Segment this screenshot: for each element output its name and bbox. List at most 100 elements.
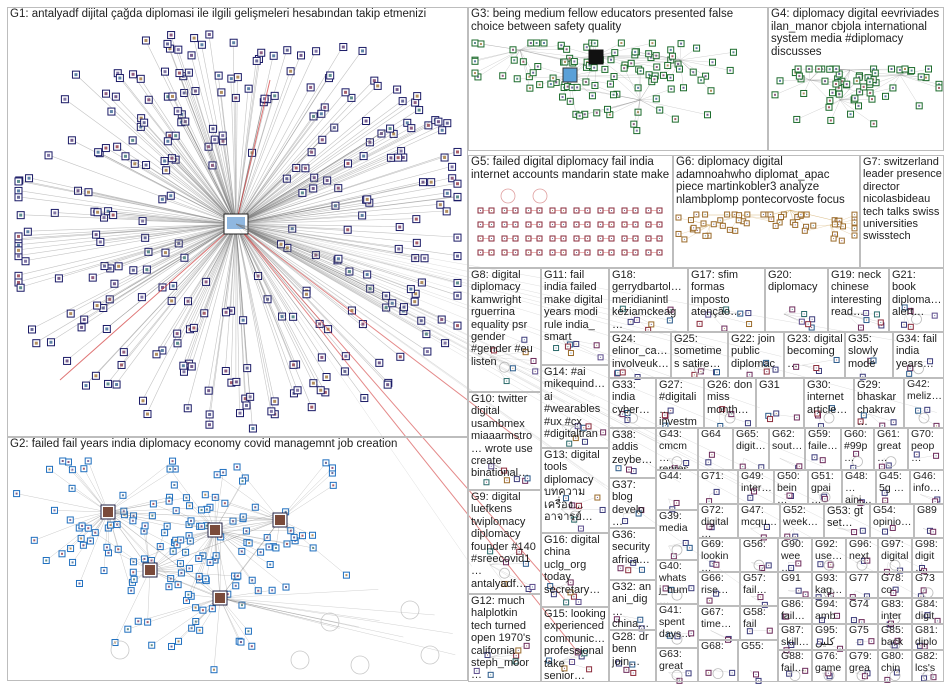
group-label: G12: much halplotkin tech turned open 19… [471,595,534,682]
group-label: G59: faile… [808,428,838,452]
group-panel-g84: G84: digit… [912,598,944,624]
group-label: G14: #ai mikequind… ai #wearables #ux #c… [544,366,609,448]
group-label: G27: #digitali… investm… [659,379,697,428]
group-label: G33: india cyber… [612,379,650,416]
group-panel-g37: G37: blog develo… [609,478,656,528]
group-panel-g96: G96: next [846,538,878,572]
group-panel-g26: G26: don miss month… [704,378,756,428]
group-label: G39: media [659,510,688,534]
group-panel-g2: G2: failed fail years india diplomacy ec… [7,437,468,681]
group-panel-g39: G39: media [656,510,698,560]
group-panel-g19: G19: neck chinese interesting read… [828,268,889,332]
group-label: G76: game [815,650,842,674]
group-panel-g70: G70: peop… [908,428,944,470]
group-panel-g27: G27: #digitali… investm… [656,378,704,428]
group-panel-g83: G83: inter… [878,598,912,624]
group-label: G57: fail… [743,572,769,596]
group-label: G81: diplo… [915,624,938,649]
group-panel-g73: G73 [912,572,944,598]
group-label: G40: whats j_hum… [659,560,690,604]
group-panel-g79: G79: grea… [846,650,878,682]
group-label: G22: join public diplomac… [731,333,779,378]
group-label: G36: security africa… [612,529,653,566]
group-panel-g95: G95: كلين… [812,624,846,650]
group-label: G25: sometimes satire… [674,333,722,370]
group-label: G32: an ani_dig… china… [612,581,655,630]
group-label: G20: diplomacy [768,269,818,294]
group-label: G51: gpai… [811,470,837,504]
group-panel-g10: G10: twitter digital usambmex miaaarmstr… [468,392,541,490]
group-panel-g87: G87: skill… [778,624,812,650]
group-label: G86: fail… [781,598,807,622]
group-label: G28: dr benn join… [612,631,652,668]
group-panel-g62: G62: sout… [769,428,805,470]
group-label: G16: digital china uclg_org today secret… [544,534,603,596]
group-label: G61: great… [877,428,903,464]
group-label: G44: [659,470,682,482]
group-panel-g3: G3: being medium fellow educators presen… [468,7,768,151]
group-panel-g30: G30: internet article… [804,378,854,428]
group-label: G98: digit… [915,538,941,572]
group-panel-g25: G25: sometimes satire… [671,332,728,378]
group-panel-g67: G67: time… [698,606,740,640]
group-panel-g42: G42: meliz… [904,378,944,428]
group-label: G37: blog develo… [612,479,645,528]
group-panel-g63: G63: great [656,648,698,682]
group-label: G18: gerrydbartol… meridianintl keziamck… [612,269,685,331]
group-panel-g41: G41: spent days… [656,604,698,648]
group-panel-g8: G8: digital diplomacy kamwright rguerrin… [468,268,541,392]
group-panel-g31: G31 [756,378,804,428]
group-panel-g74: G74 [846,598,878,624]
group-label: G23: digital becoming… [787,333,843,370]
group-label: G97: digital [881,538,909,562]
group-label: G45: 5g … [879,470,905,494]
group-panel-g9: G9: digital luefkens twiplomacy diplomac… [468,490,541,594]
group-label: G26: don miss month… [707,379,756,416]
group-panel-g22: G22: join public diplomac… [728,332,784,378]
group-label: G46: info… [913,470,941,494]
group-label: G5: failed digital diplomacy fail india … [471,156,670,181]
group-label: G64 [701,428,721,440]
group-panel-g55: G55: [738,640,778,682]
group-panel-g86: G86: fail… [778,598,812,624]
group-label: G29: bhaskar chakrav… [857,379,900,428]
group-label: G94: amb… [815,598,838,623]
group-panel-g49: G49: inter… [738,470,774,504]
group-panel-g16: G16: digital china uclg_org today secret… [541,533,609,607]
group-panel-g65: G65: digit… [733,428,769,470]
group-label: G19: neck chinese interesting read… [831,269,885,319]
group-panel-g50: G50: bein… [774,470,808,504]
group-label: G1: antalyadf dijital çağda diplomasi il… [10,8,427,20]
group-label: G3: being medium fellow educators presen… [471,8,737,33]
group-label: G73 [915,572,935,584]
group-label: G96: next [849,538,875,562]
group-panel-g48: G48: …aini… [842,470,876,504]
group-label: G35: slowly mode [848,333,882,370]
group-panel-g38: G38: addis zeybe… [609,428,656,478]
group-panel-g23: G23: digital becoming… [784,332,845,378]
group-label: G77 [849,572,869,584]
group-label: G79: grea… [849,650,875,682]
group-label: G63: great [659,648,685,672]
group-panel-g68: G68: [698,640,738,682]
group-panel-g58: G58: fail [740,606,778,640]
group-panel-g54: G54: opinio… [870,504,914,538]
group-panel-g75: G75 [846,624,878,650]
group-panel-g52: G52: week… [780,504,824,538]
group-label: G80: chin… [881,650,907,682]
group-panel-g12: G12: much halplotkin tech turned open 19… [468,594,541,682]
group-panel-g59: G59: faile… [805,428,841,470]
group-panel-g80: G80: chin… [878,650,912,682]
group-label: G21: book diploma… alert… [892,269,942,319]
group-panel-g94: G94: amb… [812,598,846,624]
group-label: G43: cmcm… repres… [659,428,689,470]
group-label: G6: diplomacy digital adamnoahwho diplom… [676,156,845,206]
group-panel-g66: G66: rise… [698,572,740,606]
group-panel-g64: G64 [698,428,733,470]
group-label: G55: [741,640,764,652]
group-label: G8: digital diplomacy kamwright rguerrin… [471,269,536,368]
group-panel-g98: G98: digit… [912,538,944,572]
group-panel-g93: G93: kag… [812,572,846,598]
group-panel-g85: G85: back… [878,624,912,650]
